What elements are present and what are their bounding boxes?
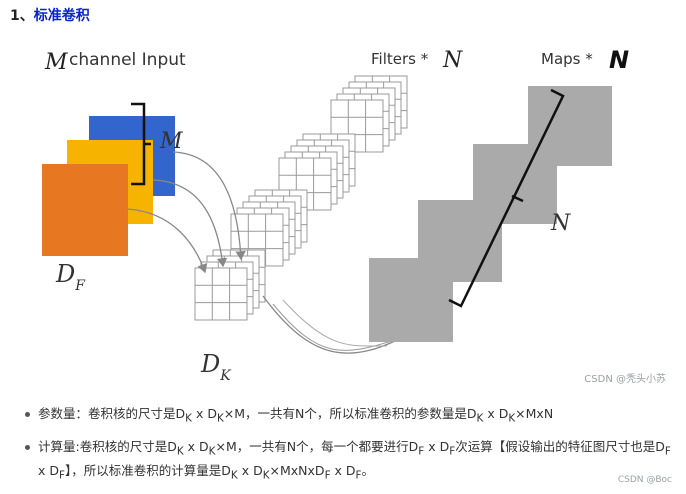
text-run: x D — [237, 463, 263, 478]
filters-label: Filters * — [371, 50, 429, 68]
n-brace — [448, 88, 565, 308]
subscript: K — [476, 412, 484, 425]
text-run: x D — [38, 463, 59, 478]
bullet-params: 参数量：卷积核的尺寸是DK x DK×M，一共有N个，所以标准卷积的参数量是DK… — [24, 404, 674, 429]
filter-stack-4 — [194, 249, 266, 321]
text-run: x D — [483, 406, 509, 421]
bullet-text: 参数量：卷积核的尺寸是DK x DK×M，一共有N个，所以标准卷积的参数量是DK… — [38, 406, 554, 425]
output-map-4 — [369, 258, 453, 342]
subscript: F — [664, 445, 671, 457]
text-run: ×M，一共有N个，所以标准卷积的参数量是D — [223, 406, 477, 421]
maps-label: Maps * — [541, 50, 593, 68]
convolution-figure: M channel Input Filters * N Maps * N M D… — [23, 34, 671, 394]
df-label: DF — [55, 260, 86, 294]
subscript: F — [355, 469, 362, 482]
text-run: x D — [330, 463, 356, 478]
bullet-text: 计算量:卷积核的尺寸是DK x DK×M，一共有N个，每一个都要进行DF x D… — [38, 438, 671, 482]
text-run: ×MxNxD — [269, 463, 325, 478]
text-run: 次运算【假设输出的特征图尺寸也是D — [455, 438, 665, 454]
subscript: K — [208, 445, 216, 457]
subscript: F — [449, 445, 456, 457]
flow-arrow-3 — [126, 208, 208, 274]
text-run: 计算量:卷积核的尺寸是D — [38, 438, 177, 454]
text-run: ×M，一共有N个，每一个都要进行D — [215, 438, 419, 454]
input-channel-orange — [42, 164, 128, 256]
n-brace-label: N — [550, 211, 571, 236]
bullet-compute: 计算量:卷积核的尺寸是DK x DK×M，一共有N个，每一个都要进行DF x D… — [24, 437, 674, 486]
section-heading: 1、标准卷积 — [10, 5, 90, 25]
text-run: 】，所以标准卷积的计算量是D — [65, 463, 231, 478]
text-run: 。 — [361, 463, 375, 478]
flow-arrow-2 — [152, 179, 228, 268]
text-run: x D — [183, 438, 209, 454]
subscript: K — [176, 445, 184, 457]
watermark: CSDN @秃头小苏 — [584, 374, 666, 385]
filters-n: N — [442, 48, 463, 73]
heading-prefix: 1、 — [10, 8, 34, 24]
convolution-diagram: M channel Input Filters * N Maps * N M D… — [42, 46, 629, 384]
text-run: ×MxN — [515, 406, 554, 421]
m-brace-label: M — [159, 129, 183, 154]
subscript: K — [185, 412, 192, 425]
input-label: channel Input — [69, 50, 186, 70]
subscript: K — [262, 469, 270, 482]
subscript: F — [418, 445, 425, 457]
subscript: K — [230, 469, 238, 482]
text-run: 参数量：卷积核的尺寸是D — [38, 406, 186, 421]
subscript: K — [216, 412, 224, 425]
input-label-m: M — [44, 50, 68, 75]
maps-n: N — [609, 46, 629, 74]
flow-arrow-1 — [172, 151, 246, 261]
heading-title: 标准卷积 — [33, 8, 90, 24]
flow-arrow-out — [262, 295, 411, 354]
subscript: F — [324, 469, 331, 482]
subscript: K — [508, 412, 516, 425]
description-list: 参数量：卷积核的尺寸是DK x DK×M，一共有N个，所以标准卷积的参数量是DK… — [24, 404, 674, 494]
footer-watermark: CSDN @Boc — [617, 475, 672, 485]
text-run: x D — [191, 406, 217, 421]
subscript: F — [59, 469, 65, 482]
text-run: x D — [424, 438, 450, 454]
dk-label: DK — [200, 350, 232, 384]
